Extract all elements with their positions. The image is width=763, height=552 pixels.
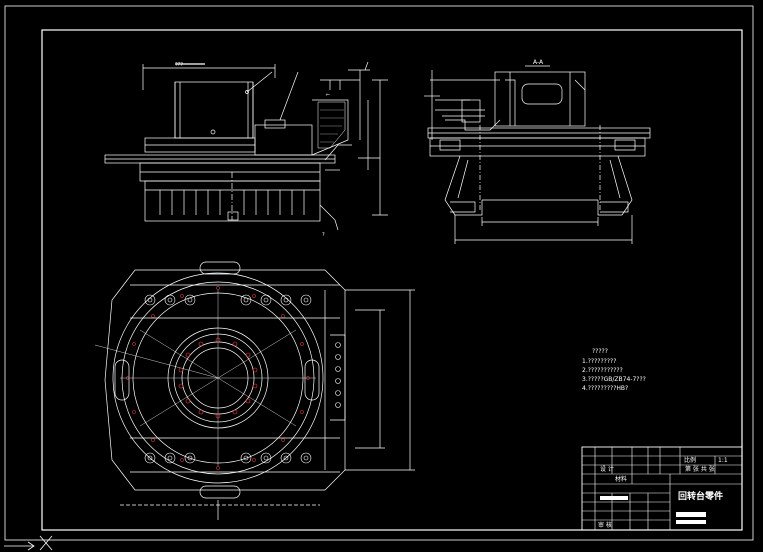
note-line-1: 1.????????? [582,358,616,365]
scale-label: 比例 [684,456,696,464]
section-label: A-A [533,59,544,66]
technical-notes: ????? 1.????????? 2.??????????? 3.?????G… [582,348,646,392]
drawing-frame [4,5,754,541]
notes-title: ????? [592,348,608,355]
side-section-view [424,65,651,244]
svg-text:?: ? [322,232,325,238]
inner-bolt-ring [178,337,258,419]
title-block [581,446,743,531]
front-view-labels: ??? ? ? [175,62,332,238]
note-line-2: 2.??????????? [582,367,623,374]
drawing-name: 回转台零件 [678,490,723,502]
ratio-value: 1:1 [718,457,728,464]
designer-label: 设 计 [600,465,614,473]
front-section-view [104,61,388,231]
material-label: 材料 [615,475,627,483]
checker-label: 审 核 [598,521,612,529]
sheet-info: 第 张 共 张 [685,465,715,473]
title-block-text: 设 计 材料 比例 1:1 回转台零件 A-A 审 核 第 张 共 张 [533,59,728,529]
svg-text:?: ? [326,93,332,96]
note-line-3: 3.?????GB/ZB74-7??? [582,376,646,383]
outer-bolt-ring [126,286,310,470]
svg-text:???: ??? [175,62,183,68]
ucs-axis-icon [4,535,53,551]
note-line-4: 4.?????????HB? [582,385,628,392]
plan-view [94,261,415,520]
